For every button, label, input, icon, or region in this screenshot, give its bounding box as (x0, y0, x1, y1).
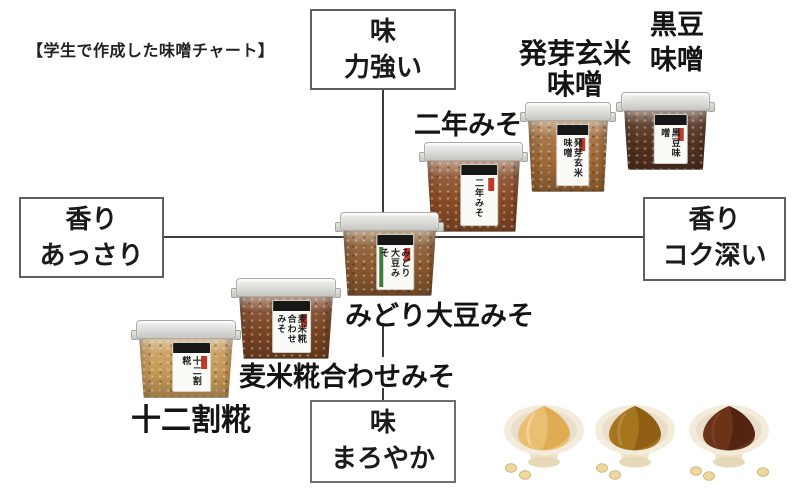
miso-bowl-medium (595, 405, 675, 480)
jar-body: 十二割糀 (139, 337, 233, 398)
jar-label-text: 二年みそ (474, 178, 485, 218)
soybean (596, 463, 608, 473)
jar-front-label: 二年みそ (459, 164, 498, 226)
product-label-midori-daizu: みどり大豆みそ (345, 301, 534, 331)
miso-jar-midori-daizu: みどり大豆みそ (335, 212, 444, 296)
axis-box-line: 香り (65, 204, 118, 234)
product-label-hatsuga-genmai: 発芽玄米 味噌 (514, 38, 636, 100)
miso-bowl-dark (689, 405, 769, 481)
jar-body: 麦米糀合わせみそ (239, 295, 333, 359)
miso-mound-shadow (727, 406, 755, 450)
miso-jar-hatsuga-genmai: 発芽玄米味噌 (520, 102, 616, 192)
product-label-line: 味噌 (546, 69, 603, 100)
axis-box-line: あっさり (39, 240, 144, 270)
miso-bowl-light (504, 405, 584, 480)
jar-body: 二年みそ (427, 159, 520, 232)
jar-lid (340, 212, 439, 231)
product-label-mugikome-koji: 麦米糀合わせみそ (239, 362, 455, 392)
axis-box-aroma-rich: 香り コク深い (643, 197, 786, 281)
product-label-ninen-miso: 二年みそ (414, 110, 522, 140)
taste-axis-line-lower-2 (382, 388, 384, 400)
jar-label-accent-stripe (378, 247, 383, 287)
soybean (609, 470, 621, 480)
jar-lid (424, 142, 523, 161)
jar-label-header-band (460, 165, 497, 175)
product-label-line: 味噌 (650, 45, 704, 75)
jar-label-red-seal (578, 138, 585, 151)
jar-label-red-seal (300, 314, 307, 327)
miso-mound-highlight (711, 412, 721, 446)
product-label-juniwari-koji: 十二割糀 (131, 404, 251, 437)
jar-label-text: 麦米糀合わせみそ (276, 314, 307, 344)
product-label-line: 発芽玄米 (518, 38, 631, 69)
jar-label-red-seal (403, 248, 410, 261)
miso-mound-highlight (526, 412, 536, 446)
axis-box-taste-mild: 味 まろやか (310, 400, 456, 483)
axis-box-line: 力強い (343, 52, 422, 82)
axis-box-aroma-light: 香り あっさり (19, 197, 164, 278)
jar-label-red-seal (677, 128, 684, 141)
jar-lid (525, 102, 611, 121)
jar-label-accent-stripe (463, 177, 467, 223)
jar-front-label: 十二割糀 (172, 342, 211, 392)
jar-label-text: 発芽玄米味噌 (562, 138, 583, 178)
axis-box-taste-strong: 味 力強い (310, 9, 456, 90)
axis-box-line: コク深い (662, 240, 767, 270)
miso-jar-juniwari-koji: 十二割糀 (131, 320, 241, 398)
soybean (505, 463, 517, 473)
jar-label-text: みどり大豆みそ (379, 248, 411, 278)
chart-title: 【学生で作成した味噌チャート】 (27, 43, 275, 60)
jar-lid (136, 320, 236, 339)
jar-label-header-band (376, 235, 413, 245)
miso-bowls-illustration (504, 405, 769, 481)
jar-lid (621, 92, 710, 111)
jar-label-header-band (557, 125, 588, 135)
miso-jar-kuromame: 黒豆味噌 (616, 92, 715, 170)
jar-label-text: 黒豆味噌 (660, 128, 681, 158)
jar-body: みどり大豆みそ (343, 229, 436, 296)
taste-axis-line-upper (382, 89, 384, 214)
axis-box-line: 味 (369, 16, 396, 46)
jar-front-label: みどり大豆みそ (375, 234, 414, 290)
miso-mound-shadow (542, 406, 570, 450)
soybean (519, 470, 531, 480)
miso-jar-ninen-miso: 二年みそ (419, 142, 528, 232)
miso-jar-mugikome-koji: 麦米糀合わせみそ (231, 278, 341, 359)
jar-body: 黒豆味噌 (624, 109, 707, 170)
jar-front-label: 発芽玄米味噌 (556, 124, 589, 186)
jar-body: 発芽玄米味噌 (528, 119, 608, 192)
taste-axis-line-lower-1 (382, 325, 384, 357)
miso-mound-shadow (633, 406, 661, 450)
jar-label-text: 十二割糀 (181, 356, 202, 386)
jar-label-header-band (654, 115, 687, 125)
jar-front-label: 麦米糀合わせみそ (272, 300, 311, 353)
jar-label-header-band (173, 343, 210, 353)
axis-box-line: 香り (688, 204, 741, 234)
jar-front-label: 黒豆味噌 (653, 114, 688, 164)
product-label-kuromame: 黒豆 味噌 (639, 8, 715, 78)
jar-label-accent-stripe (175, 355, 179, 389)
soybean (690, 466, 702, 476)
soybean (703, 471, 715, 481)
axis-box-line: まろやか (330, 443, 435, 473)
jar-label-red-seal (487, 178, 494, 191)
jar-label-header-band (273, 301, 310, 311)
axis-box-line: 味 (369, 407, 396, 437)
soybean (757, 467, 769, 477)
jar-lid (236, 278, 336, 297)
product-label-line: 黒豆 (650, 10, 704, 40)
jar-label-red-seal (200, 356, 207, 369)
miso-mound-highlight (617, 412, 627, 446)
